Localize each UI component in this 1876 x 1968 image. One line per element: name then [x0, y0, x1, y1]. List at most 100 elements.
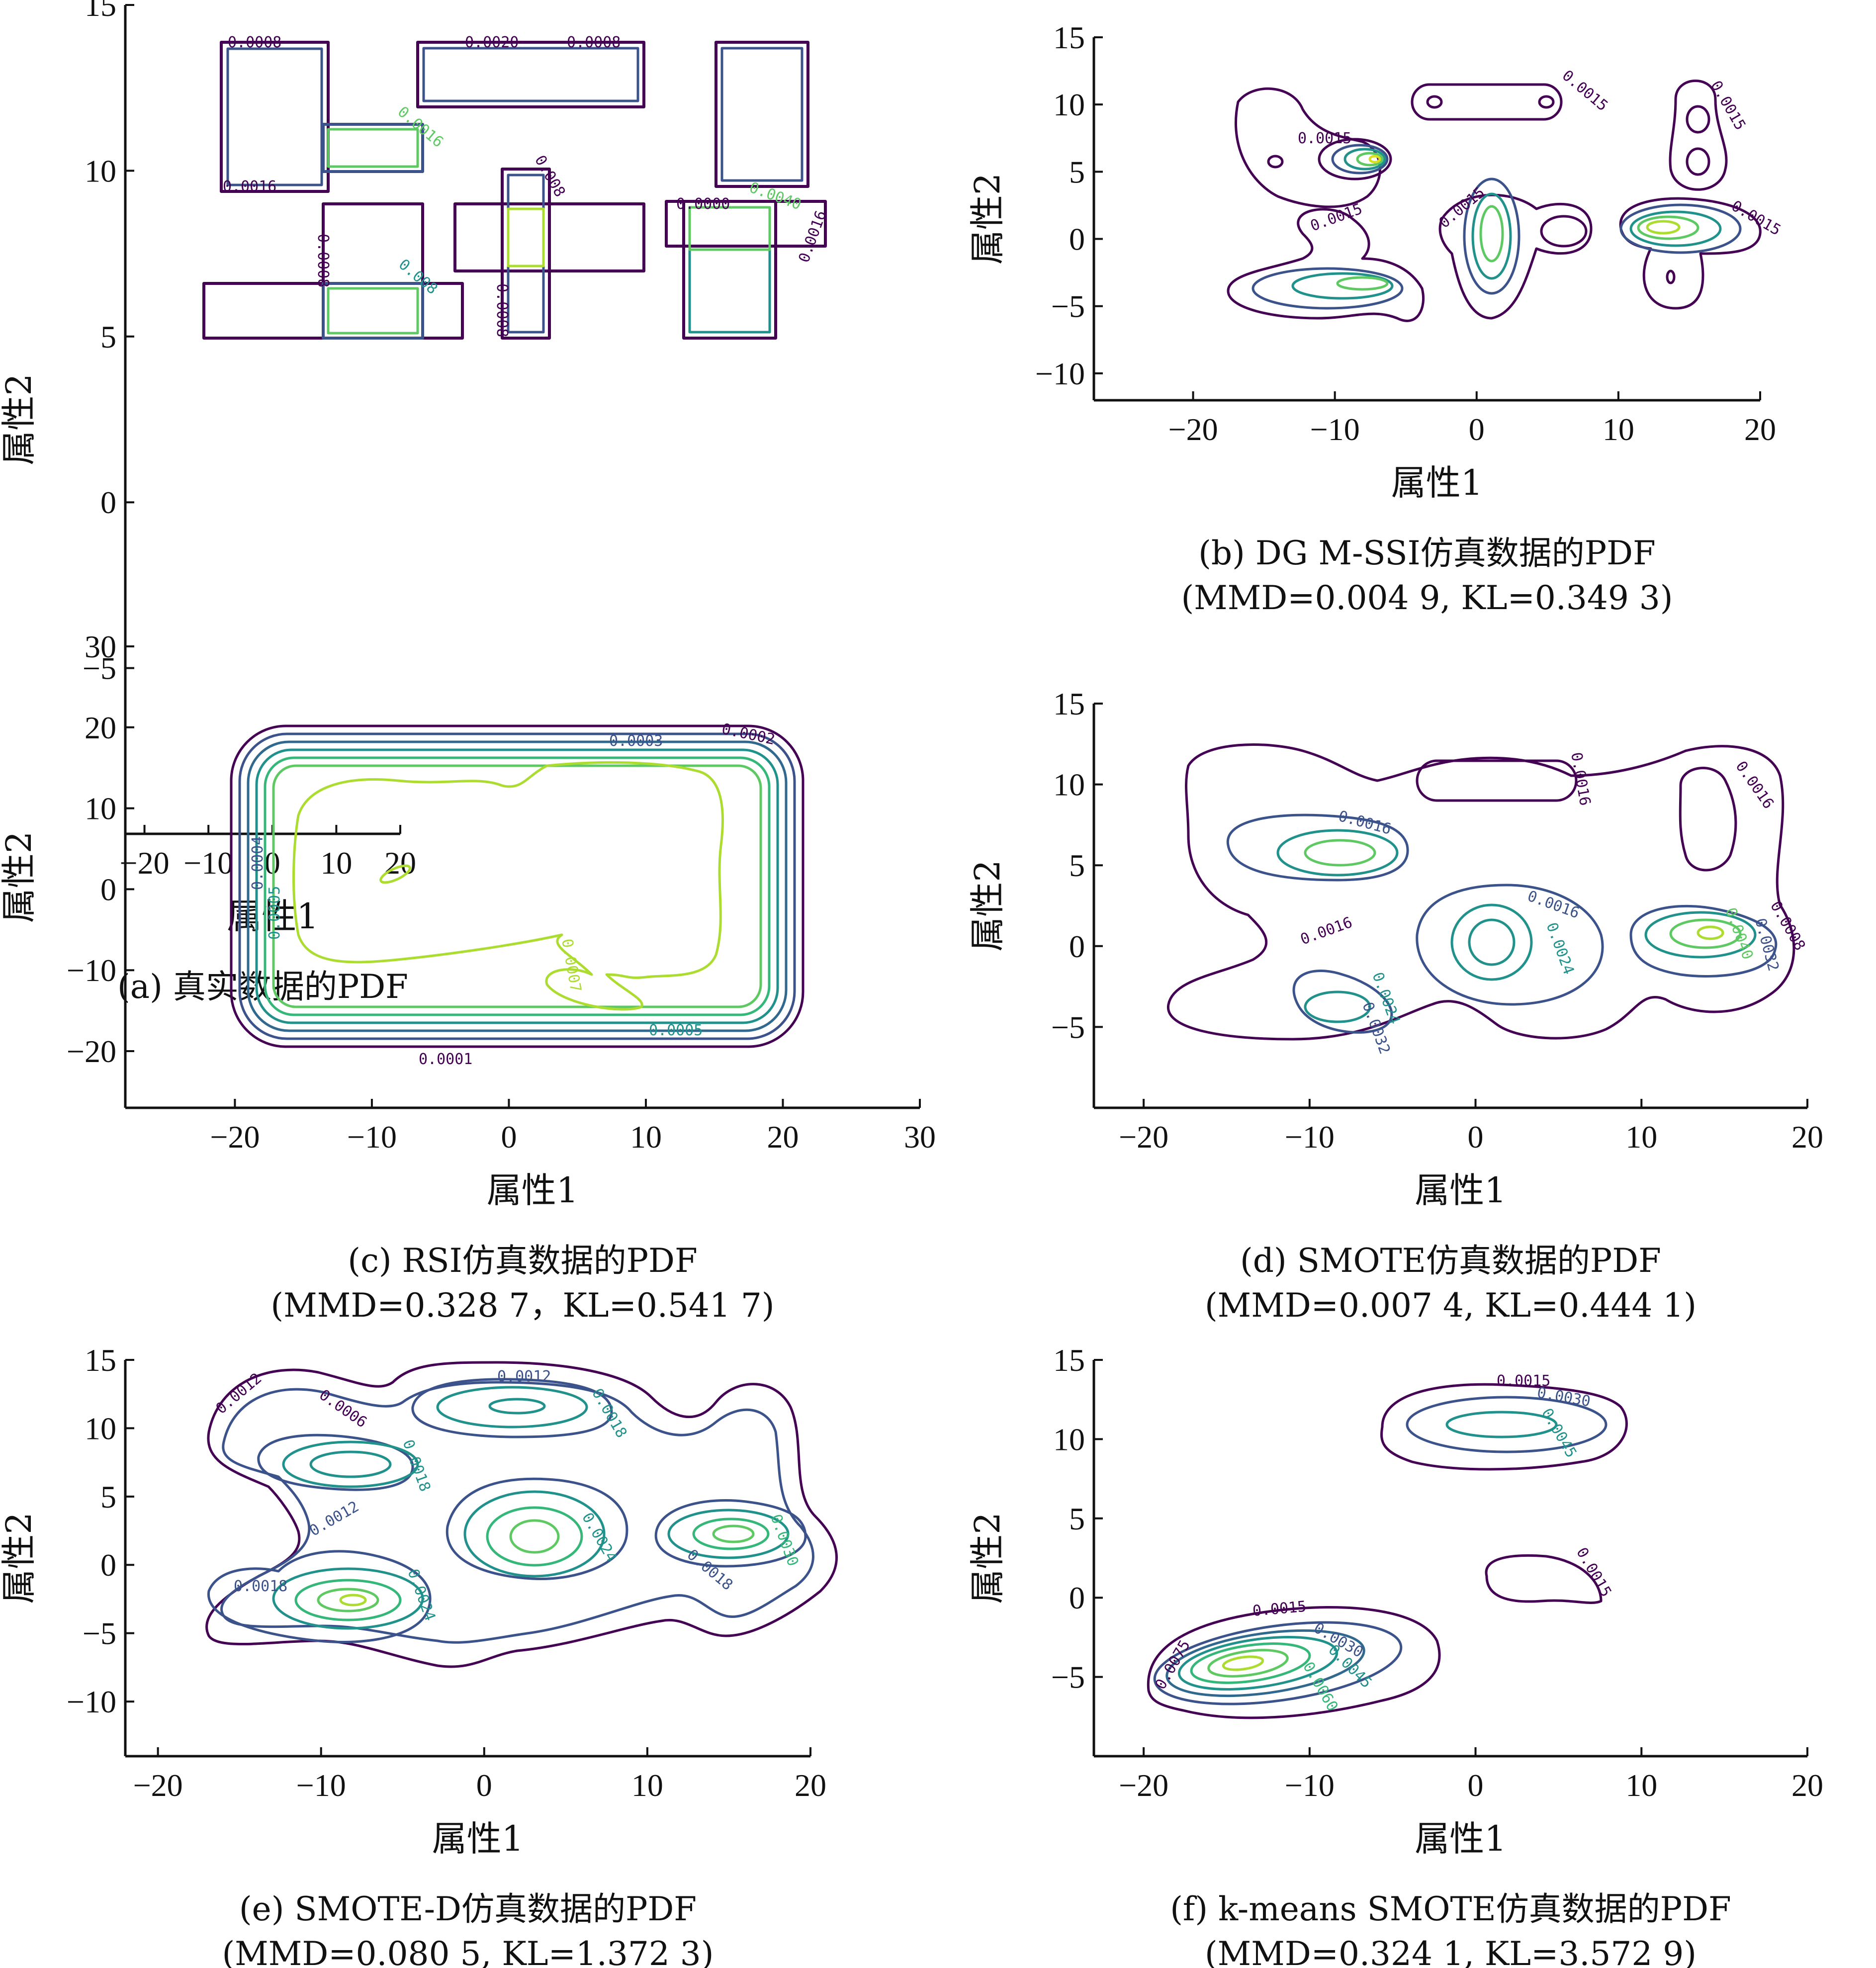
- x-tick-label: 20: [795, 1768, 826, 1803]
- contours-d: [1167, 743, 1795, 1041]
- y-tick-label: 10: [1053, 87, 1085, 122]
- x-tick-label: 10: [1625, 1768, 1657, 1803]
- y-tick-label: −10: [67, 1684, 116, 1719]
- x-tick-label: 0: [501, 1119, 517, 1155]
- contour-label: 0.0016: [223, 178, 276, 195]
- y-tick-label: 10: [85, 1411, 116, 1446]
- contours-e: [205, 1361, 838, 1668]
- x-tick-label: −10: [347, 1119, 397, 1155]
- y-tick-label: −5: [1051, 1660, 1085, 1695]
- y-tick-label: −5: [83, 1616, 116, 1651]
- contour-label: 0.0008: [314, 234, 332, 287]
- x-tick-label: 30: [904, 1119, 936, 1155]
- y-axis-title: 属性2: [967, 173, 1008, 265]
- y-tick-label: 10: [85, 791, 116, 826]
- x-tick-label: −20: [120, 845, 170, 881]
- contours-b: [1227, 80, 1762, 322]
- y-tick-label: 5: [100, 1479, 116, 1515]
- y-tick-label: 15: [85, 0, 116, 23]
- x-tick-label: 0: [476, 1768, 492, 1803]
- x-tick-label: 20: [767, 1119, 799, 1155]
- contour-label: 0.0015: [1497, 1372, 1550, 1390]
- caption-metrics: (MMD=0.004 9, KL=0.349 3): [1181, 579, 1673, 617]
- y-tick-label: 15: [1053, 1342, 1085, 1378]
- y-axis-title: 属性2: [0, 1512, 39, 1604]
- caption: (e) SMOTE-D仿真数据的PDF: [239, 1890, 697, 1928]
- x-tick-label: 20: [1791, 1768, 1823, 1803]
- x-tick-label: 0: [1468, 1119, 1484, 1155]
- x-tick-label: 10: [630, 1119, 662, 1155]
- x-axis-title: 属性1: [432, 1818, 524, 1859]
- x-tick-label: 0: [1469, 412, 1485, 447]
- contour-label: 0.0003: [609, 732, 663, 750]
- x-axis-title: 属性1: [487, 1170, 579, 1211]
- contours-f: [1147, 1383, 1628, 1719]
- caption-metrics: (MMD=0.324 1, KL=3.572 9): [1205, 1935, 1697, 1968]
- contour-label: 0.0008: [493, 283, 511, 337]
- x-tick-label: 0: [1468, 1768, 1484, 1803]
- contour-label: 0.0005: [266, 886, 283, 940]
- y-tick-label: −10: [1035, 356, 1085, 391]
- y-tick-label: 15: [1053, 20, 1085, 55]
- contours-c: [230, 724, 804, 1048]
- contour-label: 0.0001: [419, 1051, 472, 1068]
- x-tick-label: −10: [296, 1768, 346, 1803]
- contour-label: 0.0008: [567, 34, 621, 51]
- y-tick-label: 0: [100, 1547, 116, 1583]
- y-tick-label: −5: [83, 651, 116, 686]
- axes-c: −20 −10 0 10 20 30 −20 −10 0 10 20 30 属性1 属性2 (c) RSI仿…: [0, 629, 936, 1325]
- x-tick-label: 20: [1791, 1119, 1823, 1155]
- y-tick-label: −10: [67, 953, 116, 988]
- contour-label: 0.0005: [649, 1022, 703, 1039]
- x-tick-label: −20: [1119, 1768, 1168, 1803]
- y-tick-label: 15: [85, 1342, 116, 1378]
- x-tick-label: 20: [384, 845, 416, 881]
- y-tick-label: 0: [1069, 222, 1085, 257]
- contour-label: 0.0012: [497, 1368, 551, 1385]
- y-tick-label: 5: [1069, 1501, 1085, 1536]
- y-tick-label: 0: [1069, 929, 1085, 964]
- contour-label: 0.0008: [228, 34, 281, 51]
- x-tick-label: −20: [1119, 1119, 1168, 1155]
- x-axis-title: 属性1: [1415, 1170, 1507, 1211]
- y-axis-title: 属性2: [967, 1512, 1008, 1604]
- x-tick-label: 10: [320, 845, 352, 881]
- x-tick-label: −10: [1310, 412, 1360, 447]
- caption: (c) RSI仿真数据的PDF: [348, 1242, 698, 1280]
- y-tick-label: 0: [100, 485, 116, 520]
- caption-metrics: (MMD=0.007 4, KL=0.444 1): [1205, 1286, 1697, 1325]
- panel-c: 0.0003 0.0002 0.0004 0.0005 0.0007 0.000…: [0, 629, 936, 1325]
- y-tick-label: 20: [85, 710, 116, 745]
- contour-labels-c: 0.0003 0.0002 0.0004 0.0005 0.0007 0.000…: [249, 720, 777, 1068]
- y-tick-label: 0: [100, 872, 116, 907]
- x-tick-label: 10: [631, 1768, 663, 1803]
- x-tick-label: −20: [1168, 412, 1218, 447]
- contour-label: 0.0015: [1298, 130, 1351, 147]
- y-tick-label: −5: [1051, 289, 1085, 324]
- caption-metrics: (MMD=0.080 5, KL=1.372 3): [222, 1935, 714, 1968]
- x-tick-label: −10: [1285, 1119, 1335, 1155]
- contours-a: [202, 41, 827, 340]
- y-tick-label: −5: [1051, 1009, 1085, 1045]
- x-tick-label: 10: [1625, 1119, 1657, 1155]
- caption: (b) DG M-SSI仿真数据的PDF: [1198, 534, 1656, 572]
- caption: (f) k-means SMOTE仿真数据的PDF: [1170, 1890, 1731, 1928]
- y-tick-label: 5: [1069, 848, 1085, 883]
- y-tick-label: 10: [1053, 767, 1085, 803]
- x-tick-label: −20: [210, 1119, 260, 1155]
- y-axis-title: 属性2: [0, 831, 39, 923]
- y-axis-title: 属性2: [0, 373, 39, 465]
- y-tick-label: 30: [85, 629, 116, 664]
- y-tick-label: 0: [1069, 1580, 1085, 1615]
- y-tick-label: 15: [1053, 686, 1085, 721]
- y-tick-label: −20: [67, 1034, 116, 1069]
- x-tick-label: 20: [1744, 412, 1776, 447]
- panel-a: 0.0008 0.0020 0.0008 0.0016 0.0016 0.000…: [0, 0, 830, 1006]
- x-tick-label: −10: [183, 845, 233, 881]
- panel-b: 0.0015 0.0015 0.0015 0.0015 0.0015 0.001…: [967, 20, 1784, 617]
- y-axis-title: 属性2: [967, 860, 1008, 952]
